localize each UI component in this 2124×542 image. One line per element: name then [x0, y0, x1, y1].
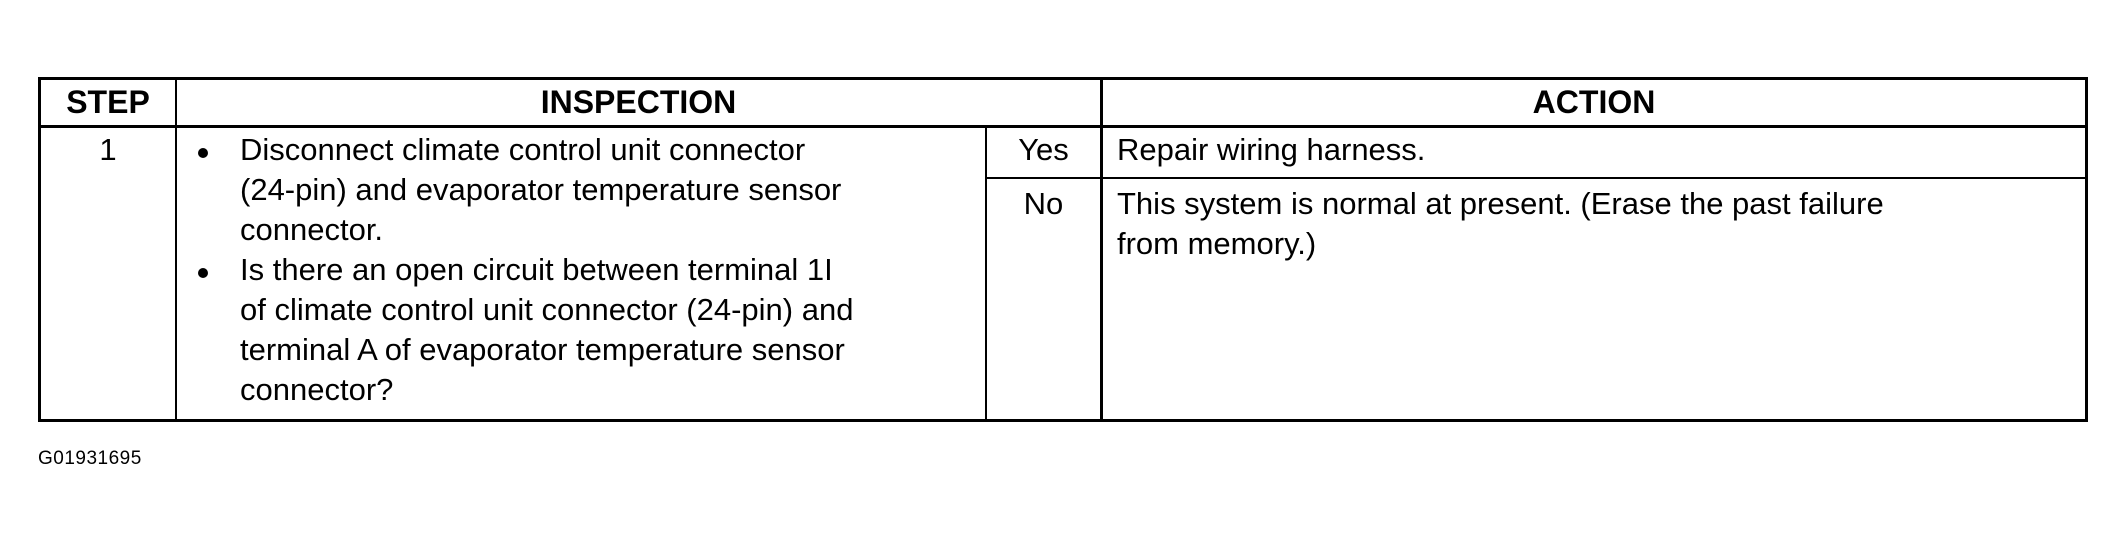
inspection-line: terminal A of evaporator temperature sen…	[240, 332, 845, 367]
header-action: ACTION	[1532, 84, 1656, 120]
inspection-line: Disconnect climate control unit connecto…	[240, 132, 806, 167]
inspection-line: Is there an open circuit between termina…	[240, 252, 833, 287]
column-divider-step	[175, 80, 177, 419]
yes-no-divider	[985, 177, 2085, 179]
header-divider	[41, 125, 2085, 128]
inspection-line: connector?	[240, 372, 394, 407]
answer-yes: Yes	[1018, 132, 1069, 167]
inspection-line: (24-pin) and evaporator temperature sens…	[240, 172, 842, 207]
header-step: STEP	[66, 84, 150, 120]
action-no-line: This system is normal at present. (Erase…	[1117, 186, 1884, 221]
inspection-line: connector.	[240, 212, 384, 247]
column-divider-result	[985, 127, 987, 419]
action-yes: Repair wiring harness.	[1117, 132, 1426, 167]
header-inspection: INSPECTION	[540, 84, 737, 120]
bullet-dot-icon	[198, 148, 208, 158]
answer-no: No	[1023, 186, 1064, 221]
figure-id: G01931695	[38, 448, 142, 469]
action-no-line: from memory.)	[1117, 226, 1317, 261]
inspection-table: STEP INSPECTION ACTION 1 Disconnect clim…	[38, 77, 2088, 422]
step-number: 1	[99, 132, 117, 167]
column-divider-action	[1100, 80, 1103, 419]
bullet-dot-icon	[198, 268, 208, 278]
inspection-line: of climate control unit connector (24-pi…	[240, 292, 854, 327]
